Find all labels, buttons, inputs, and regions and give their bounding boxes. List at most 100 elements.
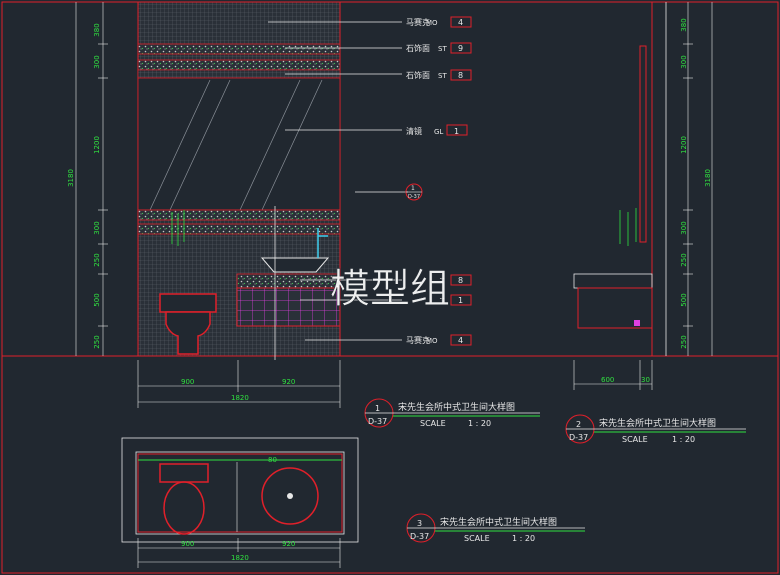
watermark-text: 模型组 [330, 266, 450, 312]
label-mosaic-bottom-code: MO [426, 337, 438, 345]
elevation-labels: 马赛克 MO 4 石饰面 ST 9 石饰面 ST 8 清镜 GL 1 T 8 T… [406, 16, 472, 346]
plan-basin [261, 467, 319, 525]
right-dim-6: 250 [680, 335, 688, 348]
label-mosaic-top-code: MO [426, 19, 438, 27]
title-2-scale: 1 : 20 [672, 435, 695, 444]
left-dim-5: 500 [93, 293, 101, 306]
title-1-num: 1 [375, 404, 380, 413]
label-mirror-num: 1 [454, 127, 459, 136]
side-mirror-section [639, 45, 647, 243]
towel-rack [171, 210, 185, 246]
title-2-ref: D-37 [569, 433, 588, 442]
label-stone2-name: 石饰面 [406, 70, 430, 80]
vanity-cabinet [236, 287, 341, 327]
left-dim-4: 250 [93, 253, 101, 266]
left-dim-1: 300 [93, 55, 101, 68]
mirror-hatch [149, 79, 323, 211]
elevation-bottom-dimension: 900 920 1820 [137, 360, 341, 408]
label-mosaic-top-name: 马赛克 [406, 17, 430, 27]
label-stone1-name: 石饰面 [406, 43, 430, 53]
section-marker-ref: D-37 [408, 194, 420, 200]
title-3-scale-label: SCALE [464, 534, 490, 543]
toilet-bowl [165, 311, 211, 355]
leaders [268, 21, 408, 341]
plan-3: 80 [121, 437, 359, 543]
right-dim-4: 250 [680, 253, 688, 266]
stone-band-4 [137, 223, 341, 235]
right-dim-1: 300 [680, 55, 688, 68]
elevation-2 [573, 2, 667, 356]
right-dim-0: 380 [680, 18, 688, 31]
side-cabinet [577, 287, 653, 329]
label-stone1-num: 9 [458, 44, 463, 53]
elev-dim-total: 1820 [231, 394, 249, 402]
title-1-scale-label: SCALE [420, 419, 446, 428]
label-mirror-name: 清镜 [406, 126, 422, 136]
left-dimension-chain: 380 300 1200 300 250 500 250 3180 [67, 2, 108, 356]
title-1-text: 宋先生会所中式卫生间大样图 [398, 401, 515, 413]
mirror-panel [137, 77, 341, 211]
label-stone4-num: 1 [458, 296, 463, 305]
elevation-1 [137, 1, 341, 360]
plan-bottom-dimension: 900 920 1820 [137, 538, 341, 568]
title-3-scale: 1 : 20 [512, 534, 535, 543]
right-dim-2: 1200 [680, 136, 688, 154]
title-1-scale: 1 : 20 [468, 419, 491, 428]
title-block-2[interactable]: 2 D-37 宋先生会所中式卫生间大样图 SCALE 1 : 20 [565, 414, 746, 444]
vanity-counter [236, 273, 341, 289]
label-stone2-num: 8 [458, 71, 463, 80]
label-stone2-code: ST [438, 72, 447, 80]
left-dim-3: 300 [93, 221, 101, 234]
basin [260, 257, 330, 273]
left-dim-total: 3180 [67, 169, 75, 187]
side-towel-rack [619, 208, 637, 246]
elev-dim-left: 900 [181, 378, 194, 386]
plan-inner-wall [135, 451, 345, 535]
plan-dim-right: 920 [282, 540, 295, 548]
label-mosaic-bottom-num: 4 [458, 336, 463, 345]
plan-toilet-bowl [163, 481, 205, 535]
right-dimension-chain: 380 300 1200 300 250 500 250 3180 [680, 2, 713, 356]
plan-dim-top: 80 [268, 456, 277, 464]
right-dim-5: 500 [680, 293, 688, 306]
toilet-tank [159, 293, 217, 313]
side-dimension: 600 30 [573, 360, 653, 390]
title-block-1[interactable]: 1 D-37 宋先生会所中式卫生间大样图 SCALE 1 : 20 [364, 398, 540, 428]
plan-dim-left: 900 [181, 540, 194, 548]
label-mosaic-bottom-name: 马赛克 [406, 335, 430, 345]
side-handle [634, 320, 640, 326]
plan-toilet-tank [159, 463, 209, 483]
label-stone3-code: T [439, 277, 445, 285]
label-mosaic-top-num: 4 [458, 18, 463, 27]
section-marker-num: 1 [411, 185, 415, 192]
plan-room [137, 453, 343, 533]
label-stone3-num: 8 [458, 276, 463, 285]
title-2-scale-label: SCALE [622, 435, 648, 444]
title-block-3[interactable]: 3 D-37 宋先生会所中式卫生间大样图 SCALE 1 : 20 [406, 513, 585, 543]
title-3-ref: D-37 [410, 532, 429, 541]
label-mirror-code: GL [434, 128, 443, 136]
right-dim-3: 300 [680, 221, 688, 234]
label-stone1-code: ST [438, 45, 447, 53]
title-3-text: 宋先生会所中式卫生间大样图 [440, 516, 557, 528]
elev-dim-right: 920 [282, 378, 295, 386]
right-dim-total: 3180 [704, 169, 712, 187]
plan-outer-wall [121, 437, 359, 543]
section-marker[interactable]: 1 D-37 [405, 183, 423, 201]
left-dim-6: 250 [93, 335, 101, 348]
title-3-num: 3 [417, 519, 422, 528]
side-dim-left: 600 [601, 376, 614, 384]
side-counter [573, 273, 653, 289]
title-2-num: 2 [576, 420, 581, 429]
stone-band-2 [137, 59, 341, 71]
stone-band-1 [137, 43, 341, 55]
left-dim-0: 380 [93, 23, 101, 36]
side-dim-right: 30 [641, 376, 650, 384]
label-stone4-code: T [439, 297, 445, 305]
title-1-ref: D-37 [368, 417, 387, 426]
plan-dim-total: 1820 [231, 554, 249, 562]
title-2-text: 宋先生会所中式卫生间大样图 [599, 417, 716, 429]
stone-band-3 [137, 209, 341, 221]
